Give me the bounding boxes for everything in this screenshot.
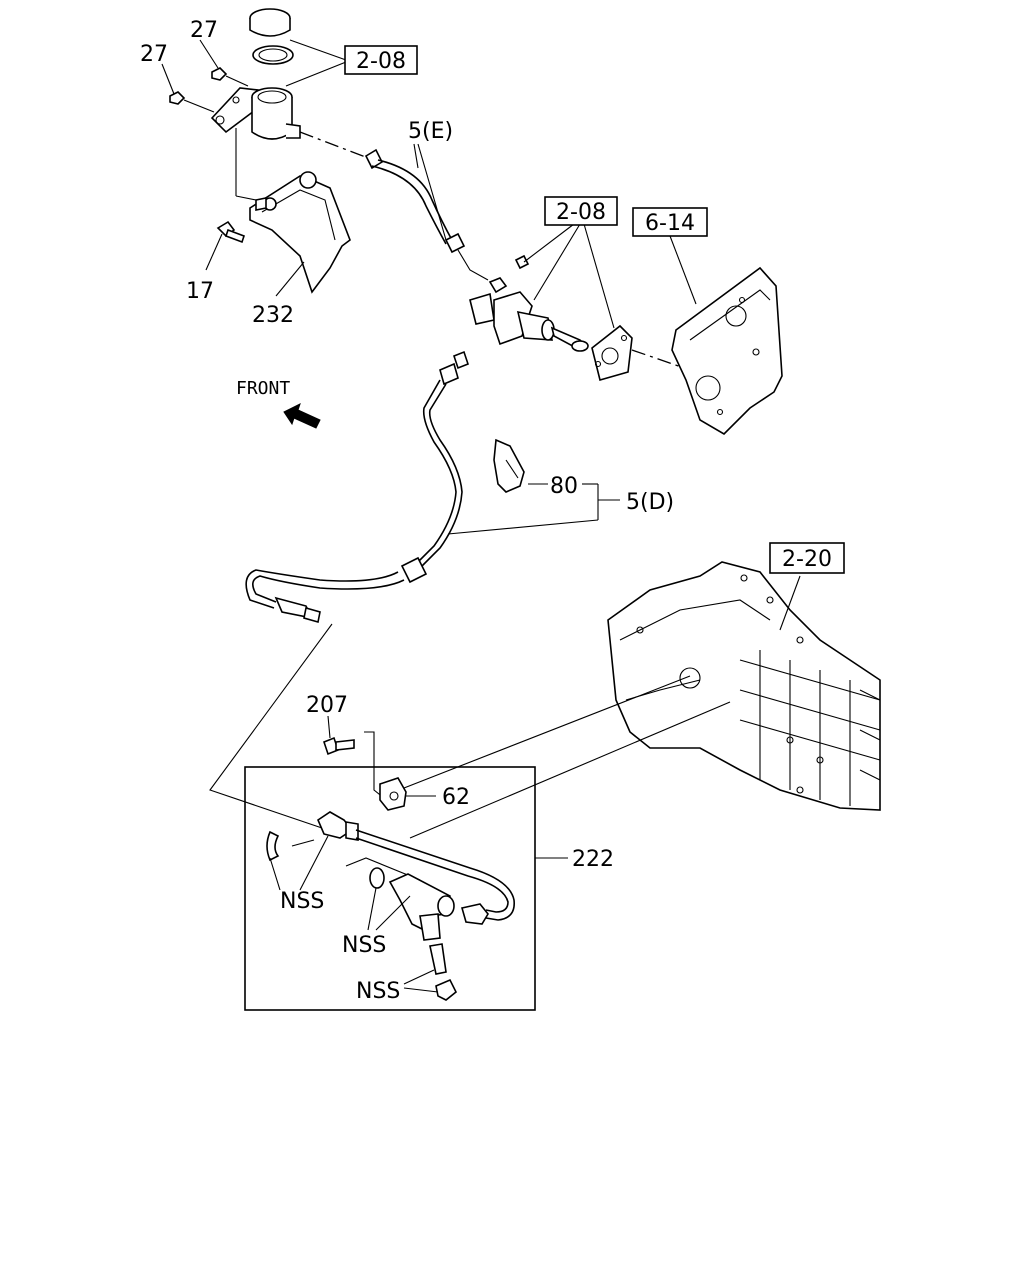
ref-2-20: 2-20 bbox=[782, 547, 832, 572]
label-nss-1: NSS bbox=[280, 889, 324, 914]
clip-80 bbox=[493, 438, 525, 493]
ref-2-08-mid: 2-08 bbox=[556, 200, 606, 225]
label-27-a: 27 bbox=[190, 18, 218, 43]
assembly-box-222 bbox=[244, 766, 536, 1011]
bolt-207 bbox=[323, 736, 355, 756]
ref-6-14: 6-14 bbox=[645, 211, 695, 236]
bolt-17 bbox=[216, 220, 246, 244]
ref-2-08-top: 2-08 bbox=[356, 49, 406, 74]
bracket-232 bbox=[249, 171, 351, 294]
ref-box-2-08-mid bbox=[544, 196, 618, 226]
hose-5e bbox=[364, 148, 489, 281]
label-front: FRONT bbox=[236, 378, 290, 399]
label-62: 62 bbox=[442, 785, 470, 810]
clutch-cylinder bbox=[469, 254, 589, 352]
cap-nss-3 bbox=[435, 978, 458, 1001]
ref-box-2-20 bbox=[769, 542, 845, 574]
clutch-line-assembly bbox=[317, 811, 515, 925]
label-80: 80 bbox=[550, 474, 578, 499]
clip-62 bbox=[379, 777, 407, 811]
clip-nss-1 bbox=[266, 830, 280, 862]
label-nss-2: NSS bbox=[342, 933, 386, 958]
nut-27-b bbox=[211, 67, 228, 81]
label-5e: 5(E) bbox=[408, 119, 453, 144]
oring-nss-2 bbox=[369, 867, 385, 889]
label-nss-3: NSS bbox=[356, 979, 400, 1004]
label-27-b: 27 bbox=[140, 42, 168, 67]
bleeder-screw bbox=[429, 943, 447, 975]
label-17: 17 bbox=[186, 279, 214, 304]
nut-27-a bbox=[169, 91, 186, 105]
label-5d: 5(D) bbox=[626, 490, 674, 515]
label-222: 222 bbox=[572, 847, 614, 872]
ref-box-6-14 bbox=[632, 207, 708, 237]
ref-box-2-08-top bbox=[344, 45, 418, 75]
clutch-housing-cover bbox=[671, 266, 783, 436]
gasket-plate bbox=[591, 324, 633, 381]
clutch-master-reservoir bbox=[210, 87, 301, 140]
bleeder-tee bbox=[388, 873, 455, 941]
label-232: 232 bbox=[252, 303, 294, 328]
pipe-5d bbox=[245, 350, 469, 624]
transmission bbox=[607, 561, 881, 811]
reservoir-cap bbox=[249, 8, 294, 65]
front-arrow-icon bbox=[283, 403, 321, 429]
label-207: 207 bbox=[306, 693, 348, 718]
